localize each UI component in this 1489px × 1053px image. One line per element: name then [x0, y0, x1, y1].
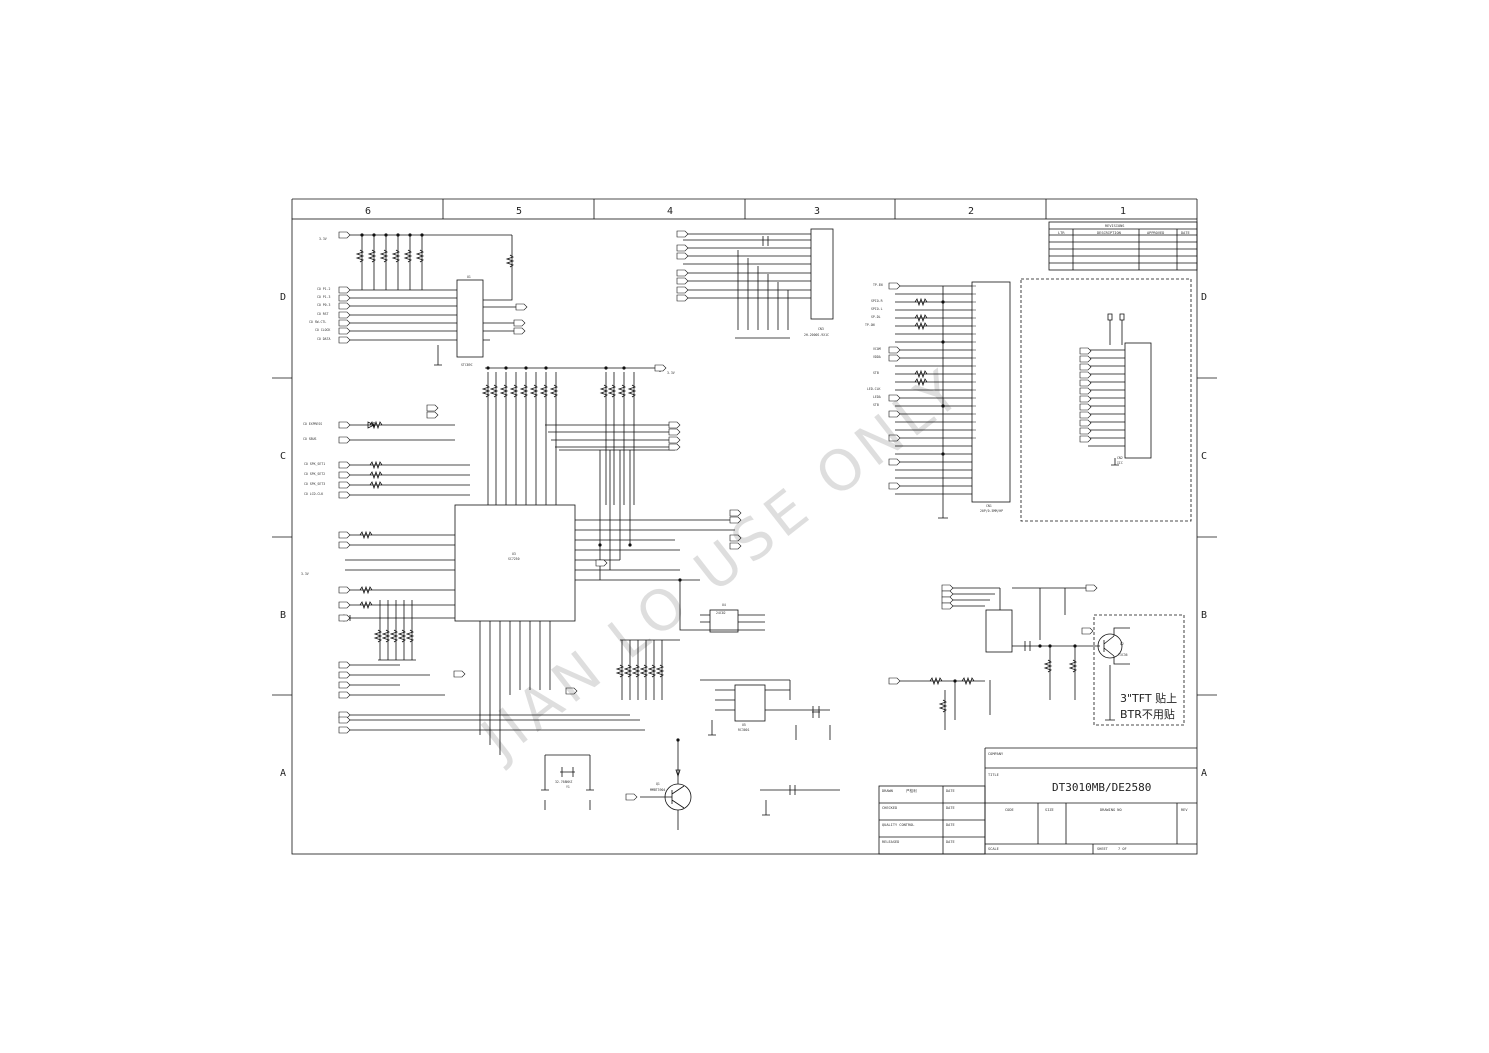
net-mid-3: CO SPK_SET1 [304, 462, 326, 466]
net-left-7: CO DATA [317, 337, 331, 341]
q2-part: Y3C36 [1118, 653, 1128, 657]
scale-label: SCALE [988, 847, 999, 851]
net-mid-2: CO SBUS [303, 437, 317, 441]
sheet-value: 7 OF [1118, 847, 1127, 851]
date-label-4: DATE [946, 840, 955, 844]
net-mid-1: CO EXPRESS [303, 422, 323, 426]
y1-ref: Y1 [566, 785, 570, 789]
net-right-9: LED-CLK [867, 387, 881, 391]
column-label-4: 4 [667, 206, 674, 217]
net-right-10: LEDA [873, 395, 881, 399]
row-label-a-right: A [1201, 768, 1208, 779]
net-right-11: STB [873, 403, 879, 407]
net-left-1: CO P1.2 [317, 287, 331, 291]
vcc-label-left: 3.3V [301, 572, 309, 576]
drawn-by: 严桂利 [906, 789, 917, 793]
net-right-5: TP-ON [865, 323, 875, 327]
column-label-6: 6 [365, 206, 372, 217]
net-left-4: CO RST [317, 312, 329, 316]
checked-label: CHECKED [882, 806, 898, 810]
drawing-no-label: DRAWING NO [1100, 808, 1122, 812]
u5-ref: U5 [742, 723, 746, 727]
code-label: CODE [1005, 808, 1014, 812]
cn3-ref: CN3 [818, 327, 824, 331]
q2-ref: Q2 [1120, 642, 1124, 646]
cn1-part: 20P/0.5MM/HP [980, 509, 1004, 513]
net-mid-4: CO SPK_SET2 [304, 472, 326, 476]
rev-col-description: DESCRIPTION [1097, 231, 1121, 235]
row-label-b-right: B [1201, 610, 1208, 621]
q1-part: MMBT3904 [650, 788, 666, 792]
net-right-2: SPIO-R [871, 299, 883, 303]
vcc-label-top: 3.3V [319, 237, 327, 241]
net-right-8: STB [873, 371, 879, 375]
revisions-title: REVISIONS [1105, 224, 1125, 228]
date-label-2: DATE [946, 806, 955, 810]
sheet-label: SHEET [1097, 847, 1108, 851]
rev-col-ltr: LTR [1058, 231, 1065, 235]
net-mid-6: CO LCD-CLK [304, 492, 324, 496]
rev-label: REV [1181, 808, 1188, 812]
net-right-3: SPIO-L [871, 307, 883, 311]
released-label: RELEASED [882, 840, 900, 844]
quality-label: QUALITY CONTROL [882, 823, 915, 827]
q1-ref: Q1 [656, 782, 660, 786]
cn1-ref: CN1 [986, 504, 992, 508]
cn2-ref: CN2 [1117, 456, 1123, 460]
net-left-6: CO CLOCK [315, 328, 331, 332]
cn2-part: IIC [1117, 461, 1123, 465]
y1-part: 32.768KHZ [555, 780, 573, 784]
u5-part: RC3001 [738, 728, 750, 732]
vcc-label-mid: 3.3V [667, 371, 675, 375]
row-label-a-left: A [280, 768, 287, 779]
sheet-border [291, 218, 1198, 855]
drawn-label: DRAWN [882, 789, 893, 793]
u3-part: SC7250 [508, 557, 520, 561]
u4-part: 24C02 [716, 611, 726, 615]
cn3-part: 2H-2000S-9X1C [804, 333, 829, 337]
column-label-5: 5 [516, 206, 523, 217]
net-left-5: CO SW-CTL [309, 320, 327, 324]
net-left-3: CO P0.3 [317, 303, 331, 307]
u1-part: STC89C [461, 363, 473, 367]
net-left-2: CO P1.3 [317, 295, 331, 299]
column-label-1: 1 [1120, 206, 1127, 217]
net-mid-5: CO SPK_SET3 [304, 482, 326, 486]
net-right-4: SP-DL [871, 315, 881, 319]
row-label-d-right: D [1201, 292, 1208, 303]
row-label-d-left: D [280, 292, 287, 303]
date-label-1: DATE [946, 789, 955, 793]
size-label: SIZE [1045, 808, 1054, 812]
sticker-note-line2: BTR不用贴 [1120, 708, 1175, 721]
sticker-note-line1: 3"TFT 贴上 [1120, 692, 1178, 705]
column-label-3: 3 [814, 206, 821, 217]
rev-col-approved: APPROVED [1147, 231, 1165, 235]
net-right-1: TP-EN [873, 283, 883, 287]
company-label: COMPANY [988, 752, 1004, 756]
u3-ref: U3 [512, 552, 516, 556]
net-right-6: VCOM [873, 347, 881, 351]
title-label: TITLE [988, 773, 999, 777]
row-label-c-right: C [1201, 451, 1208, 462]
u4-ref: U4 [722, 603, 726, 607]
row-label-b-left: B [280, 610, 287, 621]
rev-col-date: DATE [1181, 231, 1190, 235]
date-label-3: DATE [946, 823, 955, 827]
drawing-title: DT3010MB/DE2580 [1052, 781, 1152, 794]
row-label-c-left: C [280, 451, 287, 462]
u1-ref: U1 [467, 275, 471, 279]
net-right-7: VDDA [873, 355, 881, 359]
column-label-2: 2 [968, 206, 975, 217]
